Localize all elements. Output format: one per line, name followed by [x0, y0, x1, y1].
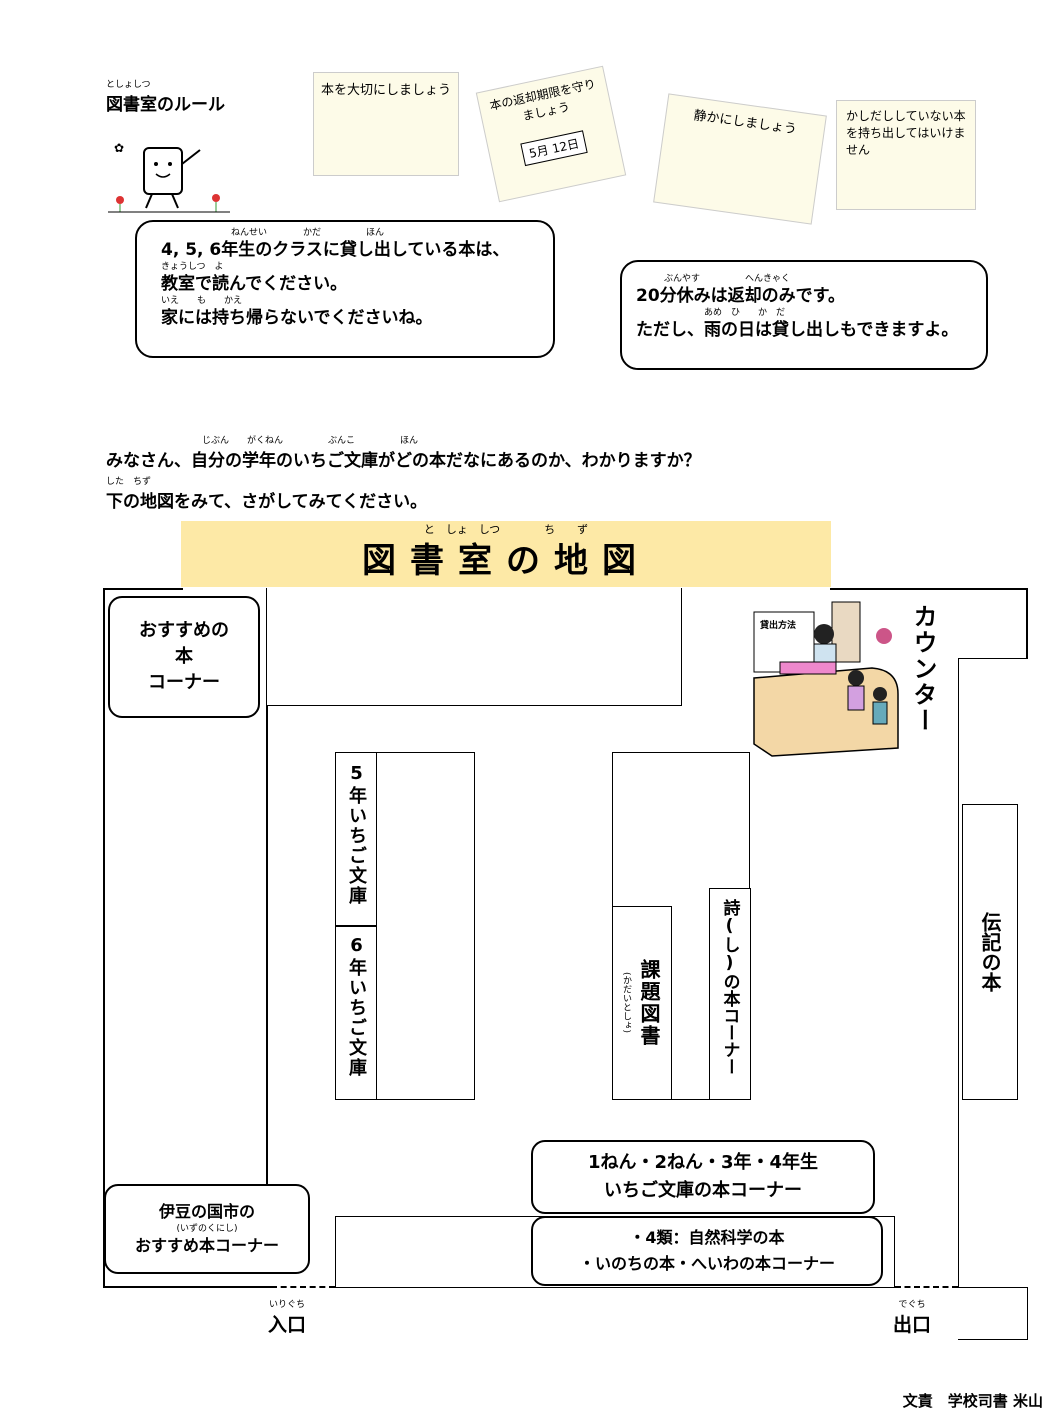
svg-text:貸出方法: 貸出方法 — [760, 619, 796, 631]
exit-wall-block — [958, 1288, 1028, 1340]
map-wall-top-left — [103, 588, 183, 590]
lower-grades-strawberry-corner: 1ねん・2ねん・3年・4年生 いちご文庫の本コーナー — [531, 1140, 875, 1214]
book-mascot-illustration: ✿ — [108, 141, 230, 213]
map-wall-top-right — [830, 588, 1028, 590]
science-life-peace-corner: ・4類：自然科学の本 ・いのちの本・へいわの本コーナー — [531, 1216, 883, 1286]
svg-text:✿: ✿ — [114, 141, 124, 155]
rule-card-return: 本の返却期限を守りましょう 5月 12日 — [475, 65, 627, 203]
recommended-books-corner: おすすめの 本 コーナー — [108, 596, 260, 718]
grade-5-strawberry-library: 5年いちご文庫 — [335, 752, 377, 926]
rules-title: としょしつ 図書室のルール — [106, 80, 225, 115]
rule-card-care: 本を大切にしましょう — [313, 72, 459, 176]
exit-door — [895, 1286, 958, 1288]
grade-6-strawberry-library: 6年いちご文庫 — [335, 926, 377, 1100]
notice-classroom-books: ねんせい かだ ほん 4, 5, 6年生のクラスに貸し出している本は、 きょうし… — [135, 220, 555, 358]
rule-card-no-take: かしだししていない本を持ち出してはいけません — [836, 100, 976, 210]
entrance-label: いりぐち 入口 — [268, 1300, 307, 1336]
exit-label: でぐち 出口 — [893, 1300, 932, 1336]
counter-illustration: 貸出方法 — [753, 601, 899, 757]
map-wall-left — [103, 588, 105, 1288]
intro-text: じぶん がくねん ぶんこ ほん みなさん、自分の学年のいちご文庫がどの本だなにあ… — [106, 436, 701, 512]
entrance-door — [271, 1286, 335, 1288]
author-signature: 文責 学校司書 米山 — [902, 1392, 1043, 1410]
biography-shelf: 伝記の本 — [962, 804, 1018, 1100]
top-center-shelf — [266, 588, 682, 706]
left-shelf-wall — [266, 588, 268, 1186]
poetry-books-corner: 詩(し)の本コーナー — [709, 888, 751, 1100]
counter-label: カウンター — [909, 604, 937, 734]
map-wall-bottom-left — [103, 1286, 271, 1288]
notice-recess-return: ぶんやす へんきゃく 20分休みは返却のみです。 あめ ひ か だ ただし、雨の… — [620, 260, 988, 370]
assigned-books-shelf: (かだいとしょ) 課題図書 — [612, 906, 672, 1100]
map-title: と しょ しつ ち ず 図書室の地図 — [181, 521, 831, 587]
rule-card-quiet: 静かにしましょう — [653, 93, 827, 225]
izu-city-recommended-corner: 伊豆の国市の (いずのくにし) おすすめ本コーナー — [104, 1184, 310, 1274]
